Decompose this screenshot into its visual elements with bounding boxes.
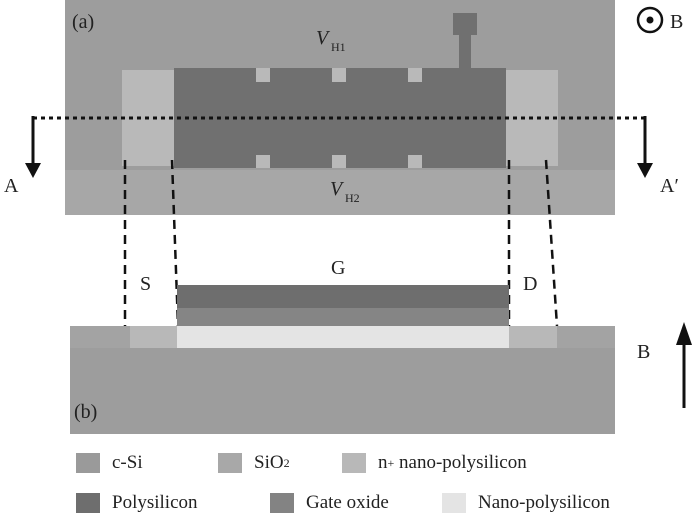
source-label: S (140, 273, 151, 295)
vh2-label: V (330, 178, 345, 200)
legend-label: n (378, 452, 388, 473)
panel-b-label: (b) (74, 401, 97, 423)
legend-swatch (218, 453, 242, 473)
arrow-a-prime-head (637, 163, 653, 178)
legend-item-gate-oxide: Gate oxide (270, 492, 389, 514)
legend-item-n-plus-nano-polysilicon: n+ nano-polysilicon (342, 452, 527, 474)
notch (332, 68, 346, 82)
legend-label: Gate oxide (306, 492, 389, 513)
legend-subscript: 2 (283, 455, 290, 470)
notch (408, 68, 422, 82)
drain-region (509, 326, 557, 348)
field-dot (646, 16, 654, 24)
field-arrow-head (676, 322, 692, 345)
gate-contact-stem (459, 35, 471, 70)
legend-label: c-Si (112, 452, 143, 473)
section-a-label: A (4, 175, 19, 197)
field-b-side-label: B (637, 341, 650, 363)
gate-label: G (331, 257, 345, 279)
legend-item-polysilicon: Polysilicon (76, 492, 198, 514)
legend-swatch (76, 493, 100, 513)
field-b-label: B (670, 11, 683, 33)
legend-superscript: + (387, 455, 395, 470)
legend-label: Polysilicon (112, 492, 198, 513)
vh2-subscript: H2 (345, 191, 360, 205)
source-region (130, 326, 177, 348)
vh1-subscript: H1 (331, 40, 346, 54)
nano-polysilicon-channel (177, 326, 509, 348)
section-a-prime-label: A′ (660, 175, 679, 197)
arrow-a-head (25, 163, 41, 178)
notch (256, 68, 270, 82)
legend-label-rest: nano-polysilicon (394, 452, 527, 473)
gate-polysilicon (177, 285, 509, 308)
notch (408, 155, 422, 168)
notch (256, 155, 270, 168)
legend-swatch (442, 493, 466, 513)
legend-item-c-si: c-Si (76, 452, 143, 474)
legend-item-nano-polysilicon: Nano-polysilicon (442, 492, 610, 514)
device-diagram: (a) (b) V H1 V H2 B A A′ S G D B (4, 0, 692, 434)
notch (332, 155, 346, 168)
legend-swatch (76, 453, 100, 473)
vh1-label: V (316, 27, 331, 49)
field-out-of-page-icon (636, 6, 664, 34)
legend-swatch (270, 493, 294, 513)
gate-oxide (177, 308, 509, 326)
legend-label: SiO (254, 452, 284, 473)
panel-a-lower-band (65, 170, 615, 215)
drain-label: D (523, 273, 537, 295)
panel-a-label: (a) (72, 11, 94, 33)
projection-line (544, 159, 559, 327)
legend-label: Nano-polysilicon (478, 492, 610, 513)
gate-contact-pad (453, 13, 477, 35)
legend-swatch (342, 453, 366, 473)
